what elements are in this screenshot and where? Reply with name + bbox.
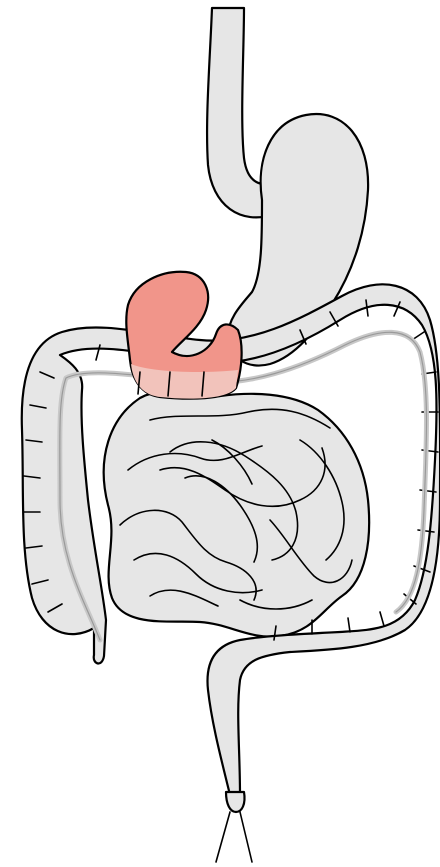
small-intestine [104, 392, 369, 637]
anal-canal [216, 792, 252, 862]
duodenum-highlight [126, 272, 241, 399]
